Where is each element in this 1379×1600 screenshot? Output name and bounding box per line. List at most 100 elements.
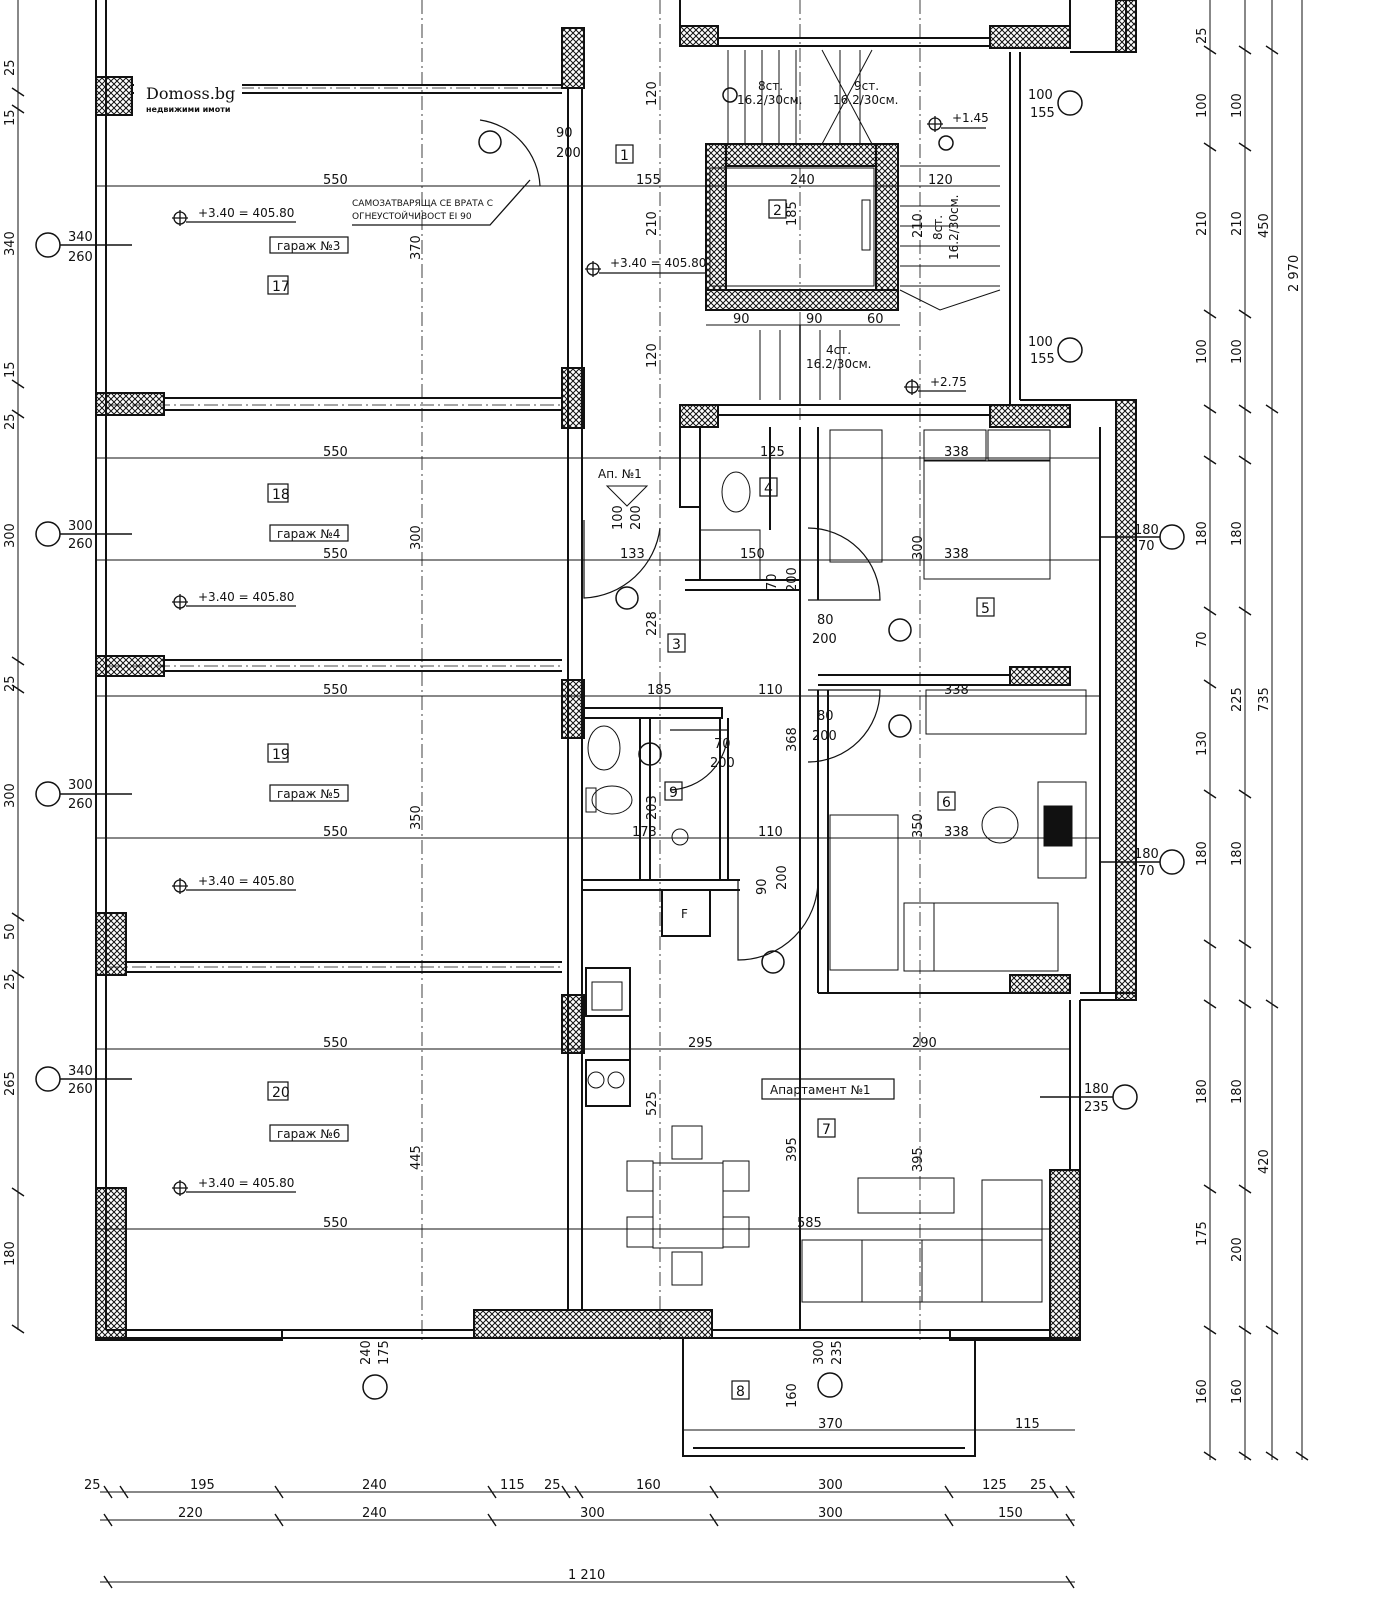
- dim-bottom-r2-5: 150: [998, 1506, 1023, 1521]
- bottom-dimensions: 25 195 240 115 25 160 300 125 25 220 240…: [84, 1478, 1047, 1583]
- room-8-number: 8: [736, 1384, 745, 1400]
- dim-368: 368: [785, 727, 800, 752]
- garage-labels: 17 гараж №3 +3.40 = 405.80 18 гараж №4 +…: [198, 206, 340, 1190]
- dimension-lines: [17, 0, 1303, 1583]
- dim-left-1: 25: [3, 59, 18, 76]
- dim-right-15: 180: [1195, 841, 1210, 866]
- dim-bottom-1: 25: [84, 1478, 101, 1493]
- dimension-ticks: [11, 45, 1309, 1589]
- room-4-number: 4: [764, 481, 773, 497]
- interior-dimensions: 550 550 550 550 550 550 550 155 240 120 …: [323, 81, 1040, 1432]
- dim-left-7: 25: [3, 675, 18, 692]
- dim-395a: 395: [785, 1137, 800, 1162]
- door-label-h: 200: [812, 632, 837, 647]
- door-label-w: 70: [714, 737, 731, 752]
- stair-8-riser: 16.2/30см.: [737, 93, 803, 107]
- door-label-h: 200: [556, 146, 581, 161]
- window-label-top: 100: [1028, 335, 1053, 350]
- dim-210b: 210: [911, 213, 926, 238]
- room-6-number: 6: [942, 795, 951, 811]
- window-label-bottom: 155: [1030, 352, 1055, 367]
- dim-133: 133: [620, 547, 645, 562]
- window-label-top: 340: [68, 1064, 93, 1079]
- dim-120: 120: [928, 173, 953, 188]
- door-label-w: 80: [817, 709, 834, 724]
- dim-left-2: 15: [3, 109, 18, 126]
- level-145: +1.45: [952, 111, 989, 125]
- dim-203: 203: [645, 795, 660, 820]
- garage-17-number: 17: [272, 279, 290, 295]
- window-label-top: 240: [359, 1340, 374, 1365]
- garage-5-name: гараж №5: [277, 787, 340, 801]
- garage-20-number: 20: [272, 1085, 290, 1101]
- dim-90b: 90: [806, 312, 823, 327]
- dim-garage-4-width: 550: [323, 547, 348, 562]
- window-label-bottom: 260: [68, 1082, 93, 1097]
- dim-right2-3: 210: [1230, 211, 1245, 236]
- dim-295: 295: [688, 1036, 713, 1051]
- door-label-h: 200: [812, 729, 837, 744]
- stair-9-riser: 16.2/30см.: [833, 93, 899, 107]
- dim-left-3: 340: [3, 231, 18, 256]
- dim-bottom-r2-4: 300: [818, 1506, 843, 1521]
- dim-right-19: 180: [1195, 1079, 1210, 1104]
- dim-right2-8: 225: [1230, 687, 1245, 712]
- dim-338c: 338: [944, 683, 969, 698]
- dim-338a: 338: [944, 445, 969, 460]
- garage-4-level: +3.40 = 405.80: [198, 590, 294, 604]
- room-7-number: 7: [822, 1122, 831, 1138]
- interior-walls: [95, 0, 1136, 1457]
- dim-right-20: 175: [1195, 1221, 1210, 1246]
- dim-350: 350: [409, 805, 424, 830]
- room-9-number: 9: [669, 785, 678, 801]
- dim-right2-9: 180: [1230, 841, 1245, 866]
- window-label-bottom: 235: [830, 1340, 845, 1365]
- door-swings: [479, 119, 881, 961]
- dim-right-4: 210: [1195, 211, 1210, 236]
- dim-left-11: 265: [3, 1071, 18, 1096]
- window-label-top: 300: [68, 778, 93, 793]
- room-2-number: 2: [773, 203, 782, 219]
- dim-left-10: 25: [3, 973, 18, 990]
- door-label-w: 100: [611, 505, 626, 530]
- dim-right2-4: 100: [1230, 339, 1245, 364]
- dim-585: 585: [797, 1216, 822, 1231]
- dim-300: 300: [409, 525, 424, 550]
- dim-150: 150: [740, 547, 765, 562]
- apartment-short-label: Ап. №1: [598, 467, 642, 481]
- staircase: [709, 49, 1001, 405]
- dim-left-8: 300: [3, 783, 18, 808]
- dim-115: 115: [1015, 1417, 1040, 1432]
- window-label-top: 100: [1028, 88, 1053, 103]
- window-label-bottom: 235: [1084, 1100, 1109, 1115]
- garage-18-number: 18: [272, 487, 290, 503]
- door-label-h: 200: [785, 567, 800, 592]
- dim-bottom-r2-3: 300: [580, 1506, 605, 1521]
- dim-garage-6-width: 550: [323, 1216, 348, 1231]
- door-label-w: 70: [765, 573, 780, 590]
- dim-garage-4-width-top: 550: [323, 445, 348, 460]
- dim-left-9: 50: [3, 923, 18, 940]
- window-label-top: 300: [68, 519, 93, 534]
- dim-left-4: 15: [3, 361, 18, 378]
- dim-left-12: 180: [3, 1241, 18, 1266]
- room-number-boxes: [267, 144, 995, 1400]
- window-label-top: 180: [1134, 847, 1159, 862]
- dim-370b: 370: [818, 1417, 843, 1432]
- logo-brand: Domoss.bg: [146, 84, 236, 103]
- dim-right-12: 70: [1195, 631, 1210, 648]
- dim-bottom-6: 160: [636, 1478, 661, 1493]
- door-label-w: 90: [556, 126, 573, 141]
- stair-8v-riser: 16.2/30см.: [947, 195, 961, 261]
- dim-210a: 210: [645, 211, 660, 236]
- dim-right3-2: 735: [1257, 687, 1272, 712]
- dim-bottom-8: 125: [982, 1478, 1007, 1493]
- left-dimensions: 25 15 340 15 25 300 25 300 50 25 265 180: [3, 59, 18, 1266]
- dim-right2-7: 180: [1230, 521, 1245, 546]
- dim-120c: 120: [645, 81, 660, 106]
- dim-right3-1: 450: [1257, 213, 1272, 238]
- dim-bottom-total: 1 210: [568, 1568, 605, 1583]
- garage-5-level: +3.40 = 405.80: [198, 874, 294, 888]
- garage-3-name: гараж №3: [277, 239, 340, 253]
